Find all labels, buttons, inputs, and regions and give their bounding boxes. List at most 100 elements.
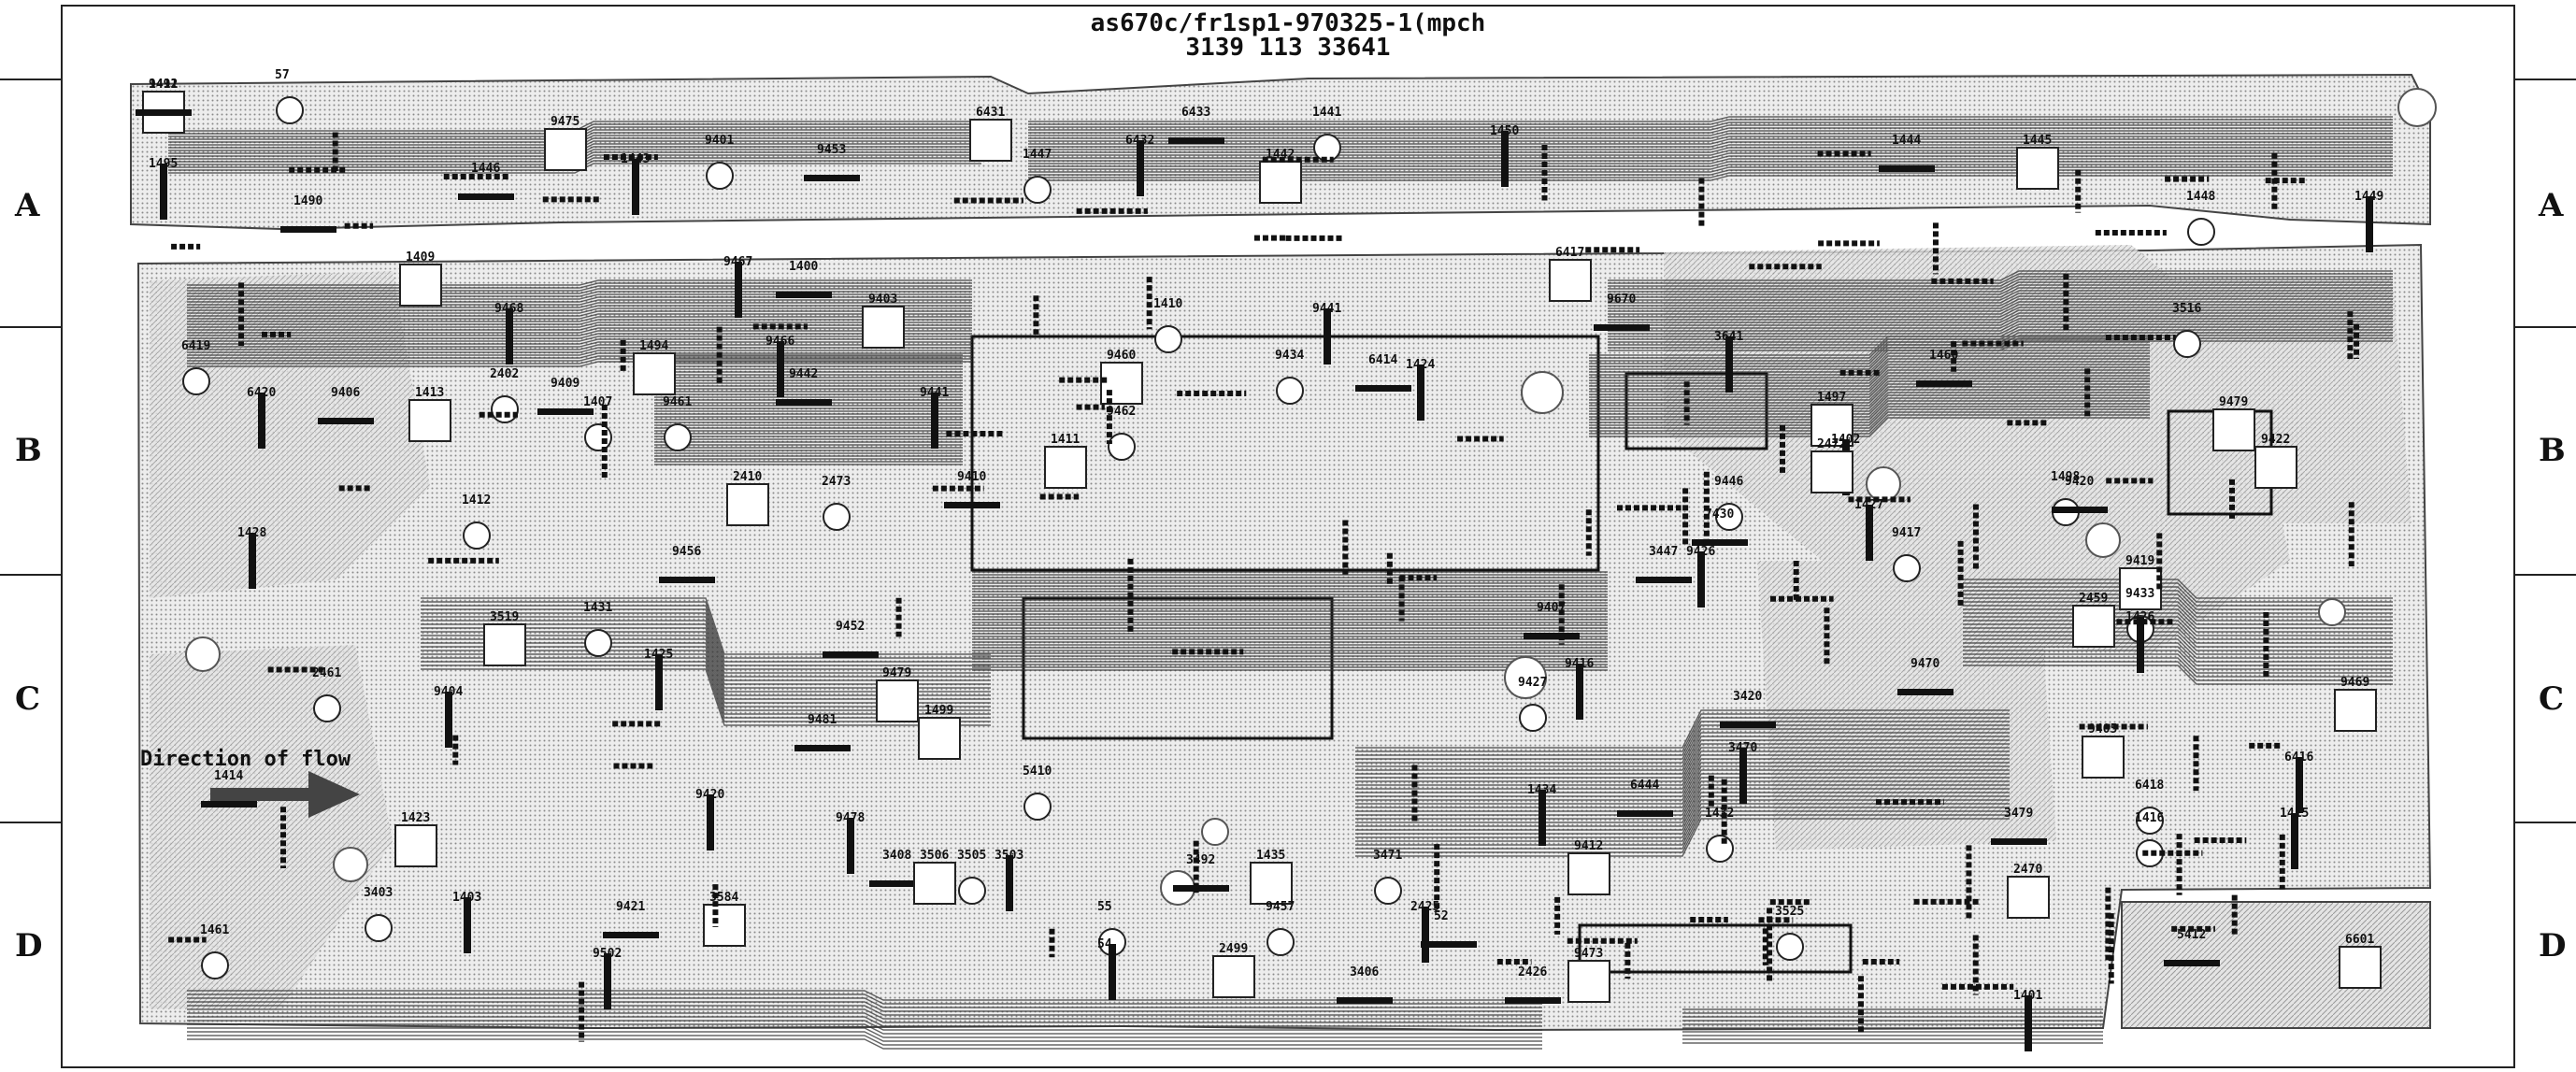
component-1460 (1916, 380, 1972, 387)
component-label-9453: 9453 (817, 143, 846, 157)
component-9470 (1897, 689, 1953, 695)
component-9406 (318, 418, 374, 424)
component-label-1412: 1412 (462, 493, 491, 507)
component-label-1441: 1441 (1312, 106, 1341, 120)
component-label-9416: 9416 (1565, 657, 1594, 671)
component-label-6432: 6432 (1125, 134, 1154, 148)
component-1427 (1866, 505, 1873, 561)
component-label-3584: 3584 (709, 891, 738, 905)
component-2402 (491, 395, 519, 423)
component-label-9462: 9462 (1107, 405, 1136, 419)
component-5412 (2164, 960, 2220, 966)
component-2472 (1810, 450, 1853, 493)
component-2410 (726, 483, 769, 526)
component-2425 (1422, 907, 1429, 963)
component-label-9417: 9417 (1892, 526, 1921, 540)
component-label-9426: 9426 (1686, 545, 1715, 559)
component-9417 (1893, 554, 1921, 582)
drawing-title: as670c/fr1sp1-970325-1(mpch (1090, 9, 1486, 37)
component-1445 (2016, 147, 2059, 190)
component-2470 (2007, 876, 2050, 919)
component-label-1461: 1461 (200, 923, 229, 937)
component-1426 (2137, 617, 2144, 673)
component-3406 (1337, 997, 1393, 1004)
component-label-9473: 9473 (1574, 947, 1603, 961)
component-label-9446: 9446 (1714, 475, 1743, 489)
component-3420 (1720, 722, 1776, 728)
component-label-9409: 9409 (551, 377, 580, 391)
component-9410 (944, 502, 1000, 508)
component-label-1495: 1495 (149, 157, 178, 171)
mounting-holes (185, 88, 2437, 906)
components-layer (136, 91, 2382, 1051)
component-label-9452: 9452 (836, 620, 865, 634)
component-label-2425: 2425 (1410, 900, 1439, 914)
component-9441 (1324, 308, 1331, 364)
component-label-9441: 9441 (1312, 302, 1341, 316)
component-label-1435: 1435 (1256, 849, 1285, 863)
component-1400 (776, 292, 832, 298)
component-label-9466: 9466 (766, 335, 794, 349)
component-1425 (655, 654, 663, 710)
component-label-9460: 9460 (1107, 349, 1136, 363)
component-label-1444: 1444 (1892, 134, 1921, 148)
component-9478 (847, 818, 854, 874)
component-label-2472: 2472 (1817, 437, 1846, 451)
component-label-9404: 9404 (434, 685, 463, 699)
component-1415 (2291, 813, 2298, 869)
component-label-1499: 1499 (924, 704, 953, 718)
component-label-3492: 3492 (1186, 853, 1215, 867)
component-label-2461: 2461 (312, 666, 341, 680)
component-3408 (869, 880, 925, 887)
component-label-2410: 2410 (733, 470, 762, 484)
component-2499 (1212, 955, 1255, 998)
component-1413 (408, 399, 451, 442)
component-label-1403: 1403 (452, 891, 481, 905)
component-label-1434: 1434 (1527, 783, 1556, 797)
component-3584 (703, 904, 746, 947)
component-label-9442: 9442 (789, 367, 818, 381)
component-label-9420: 9420 (2065, 475, 2094, 489)
component-label-6419: 6419 (181, 339, 210, 353)
component-label-1423: 1423 (401, 811, 430, 825)
component-label-5412: 5412 (2177, 928, 2206, 942)
component-label-3420: 3420 (1733, 690, 1762, 704)
component-label-9433: 9433 (2125, 587, 2154, 601)
zone-label-left-a: A (15, 187, 40, 224)
component-1446 (458, 193, 514, 200)
component-label-9467: 9467 (723, 255, 752, 269)
component-1414 (201, 801, 257, 808)
component-label-1498: 1498 (2051, 470, 2080, 484)
component-1450 (1501, 131, 1509, 187)
component-1409 (399, 264, 442, 307)
component-3479 (1991, 838, 2047, 845)
component-label-3505: 3505 (957, 849, 986, 863)
component-6417 (1549, 259, 1592, 302)
component-3505 (958, 877, 986, 905)
component-label-3470: 3470 (1728, 741, 1757, 755)
component-label-1400: 1400 (789, 260, 818, 274)
component-label-6417: 6417 (1555, 246, 1584, 260)
component-label-9670: 9670 (1607, 293, 1636, 307)
component-3471 (1374, 877, 1402, 905)
component-label-9422: 9422 (2261, 433, 2290, 447)
component-label-1427: 1427 (1854, 498, 1883, 512)
component-1403 (464, 897, 471, 953)
component-9452 (823, 651, 879, 658)
component-9479 (2212, 408, 2255, 451)
component-1428 (249, 533, 256, 589)
component-2461 (313, 694, 341, 722)
component-label-3519: 3519 (490, 610, 519, 624)
component-1461 (201, 951, 229, 979)
component-1444 (1879, 165, 1935, 172)
component-9426 (1697, 551, 1705, 607)
component-3525 (1776, 933, 1804, 961)
component-1442 (1259, 161, 1302, 204)
component-label-6431: 6431 (976, 106, 1005, 120)
flow-direction-label: Direction of flow (140, 748, 351, 771)
component-label-9479: 9479 (882, 666, 911, 680)
component-label-9410: 9410 (957, 470, 986, 484)
component-label-1448: 1448 (2186, 190, 2215, 204)
component-9453 (804, 175, 860, 181)
